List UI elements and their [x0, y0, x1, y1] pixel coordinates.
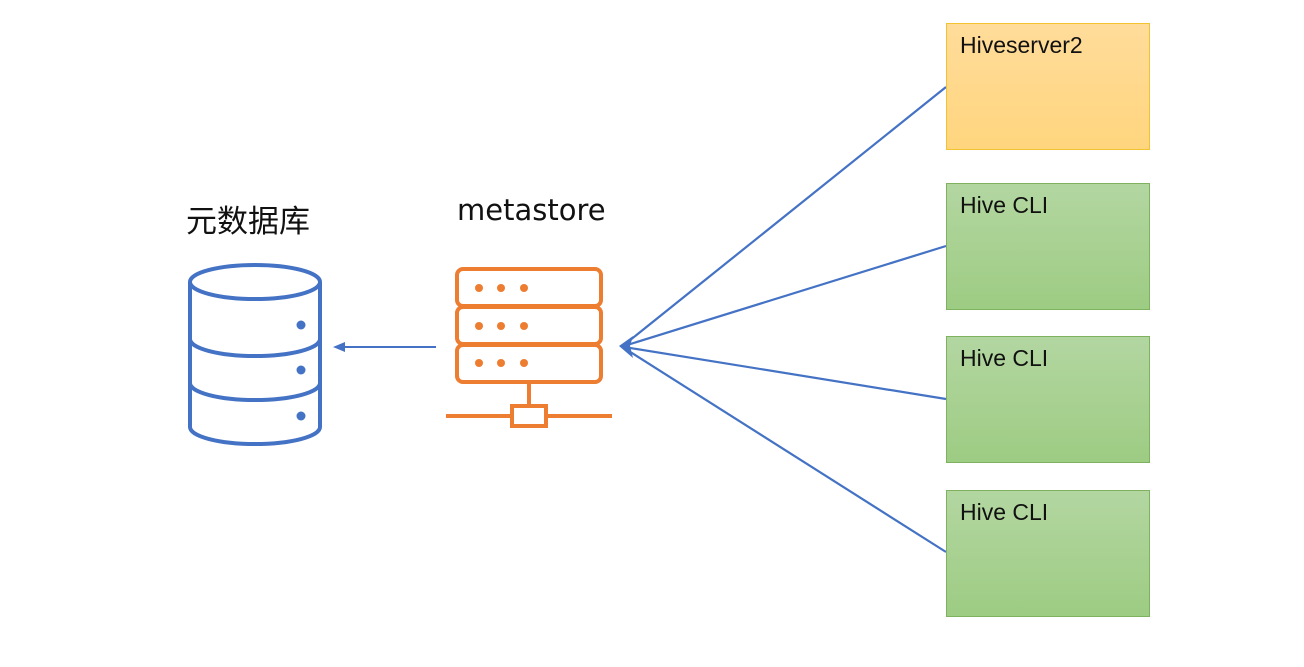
client-box-hive-cli: Hive CLI: [946, 336, 1150, 463]
client-connectors: [623, 86, 947, 553]
client-label: Hive CLI: [960, 345, 1049, 371]
arrow-metastore-to-database: [333, 342, 436, 352]
client-box-hive-cli: Hive CLI: [946, 490, 1150, 617]
database-icon: [188, 263, 322, 446]
client-box-hiveserver2: Hiveserver2: [946, 23, 1150, 150]
client-label: Hive CLI: [960, 192, 1049, 218]
server-rack-icon: [446, 267, 612, 428]
connector-hiveserver2: [623, 86, 947, 346]
client-label: Hive CLI: [960, 499, 1049, 525]
metastore-label: metastore: [457, 193, 606, 227]
connector-hive-cli-1: [623, 244, 947, 348]
connector-hive-cli-2: [623, 345, 947, 401]
client-box-hive-cli: Hive CLI: [946, 183, 1150, 310]
client-label: Hiveserver2: [960, 32, 1083, 58]
database-label: 元数据库: [186, 204, 310, 240]
metastore-arrowhead: [619, 336, 633, 358]
connector-hive-cli-3: [623, 347, 947, 553]
